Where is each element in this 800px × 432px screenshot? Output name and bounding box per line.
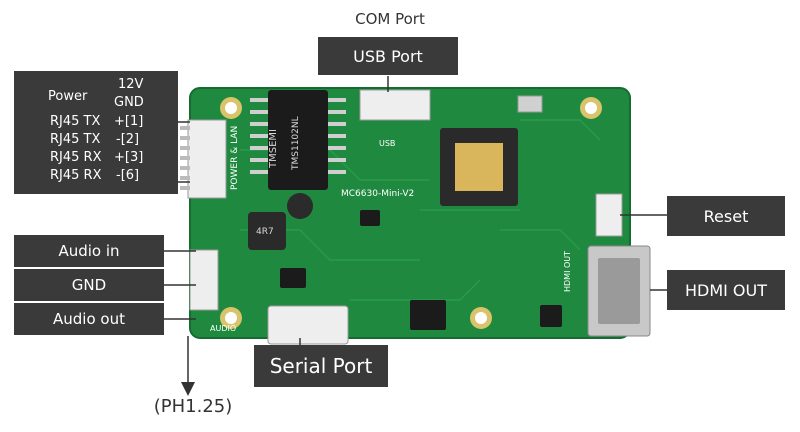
chip-u27 (410, 300, 446, 330)
svg-text:POWER & LAN: POWER & LAN (230, 126, 240, 190)
row-1-pin: +[1] (114, 114, 144, 129)
row-3-pin: +[3] (114, 150, 144, 165)
row-2-pin: -[2] (116, 132, 140, 147)
mounting-holes (220, 97, 602, 329)
row-4-pin: -[6] (116, 168, 140, 183)
com-port-label: COM Port (355, 10, 425, 28)
ph125-label: (PH1.25) (153, 396, 233, 417)
soc-die (455, 143, 503, 191)
power-lan-pins (180, 126, 190, 190)
audio-out-label: Audio out (14, 303, 164, 335)
svg-text:4R7: 4R7 (256, 227, 274, 237)
audio-connector (189, 249, 219, 311)
board-model-text: MC6630-Mini-V2 (341, 189, 414, 199)
svg-text:USB: USB (379, 139, 395, 148)
usb-connector (359, 89, 431, 121)
serial-port-label: Serial Port (254, 345, 388, 387)
12v-text: 12V (118, 77, 144, 92)
power-lan-connector (187, 119, 227, 199)
capacitor (287, 193, 313, 219)
gnd-label: GND (14, 269, 164, 301)
svg-text:TMSEMI: TMSEMI (268, 129, 279, 169)
svg-text:TMS1102NL: TMS1102NL (291, 116, 301, 171)
transformer (268, 90, 328, 190)
gnd-text: GND (114, 95, 144, 110)
serial-connector (267, 305, 349, 345)
hdmi-out-label: HDMI OUT (667, 270, 785, 310)
callout-lines (164, 76, 667, 388)
row-2-name: RJ45 TX (50, 132, 101, 147)
audio-in-label: Audio in (14, 235, 164, 267)
row-4-name: RJ45 RX (50, 168, 102, 183)
row-1-name: RJ45 TX (50, 114, 101, 129)
usb-port-label: USB Port (318, 37, 458, 75)
reset-label: Reset (667, 196, 785, 236)
svg-text:AUDIO: AUDIO (210, 324, 236, 333)
row-3-name: RJ45 RX (50, 150, 102, 165)
down-arrow-icon (181, 382, 195, 396)
inductor (248, 212, 286, 250)
reset-button-part (595, 193, 623, 237)
power-lan-pinout: Power 12V GND RJ45 TX +[1] RJ45 TX -[2] … (14, 71, 178, 194)
crystal (517, 95, 543, 113)
power-text: Power (48, 89, 88, 104)
svg-text:HDMI OUT: HDMI OUT (563, 251, 572, 292)
